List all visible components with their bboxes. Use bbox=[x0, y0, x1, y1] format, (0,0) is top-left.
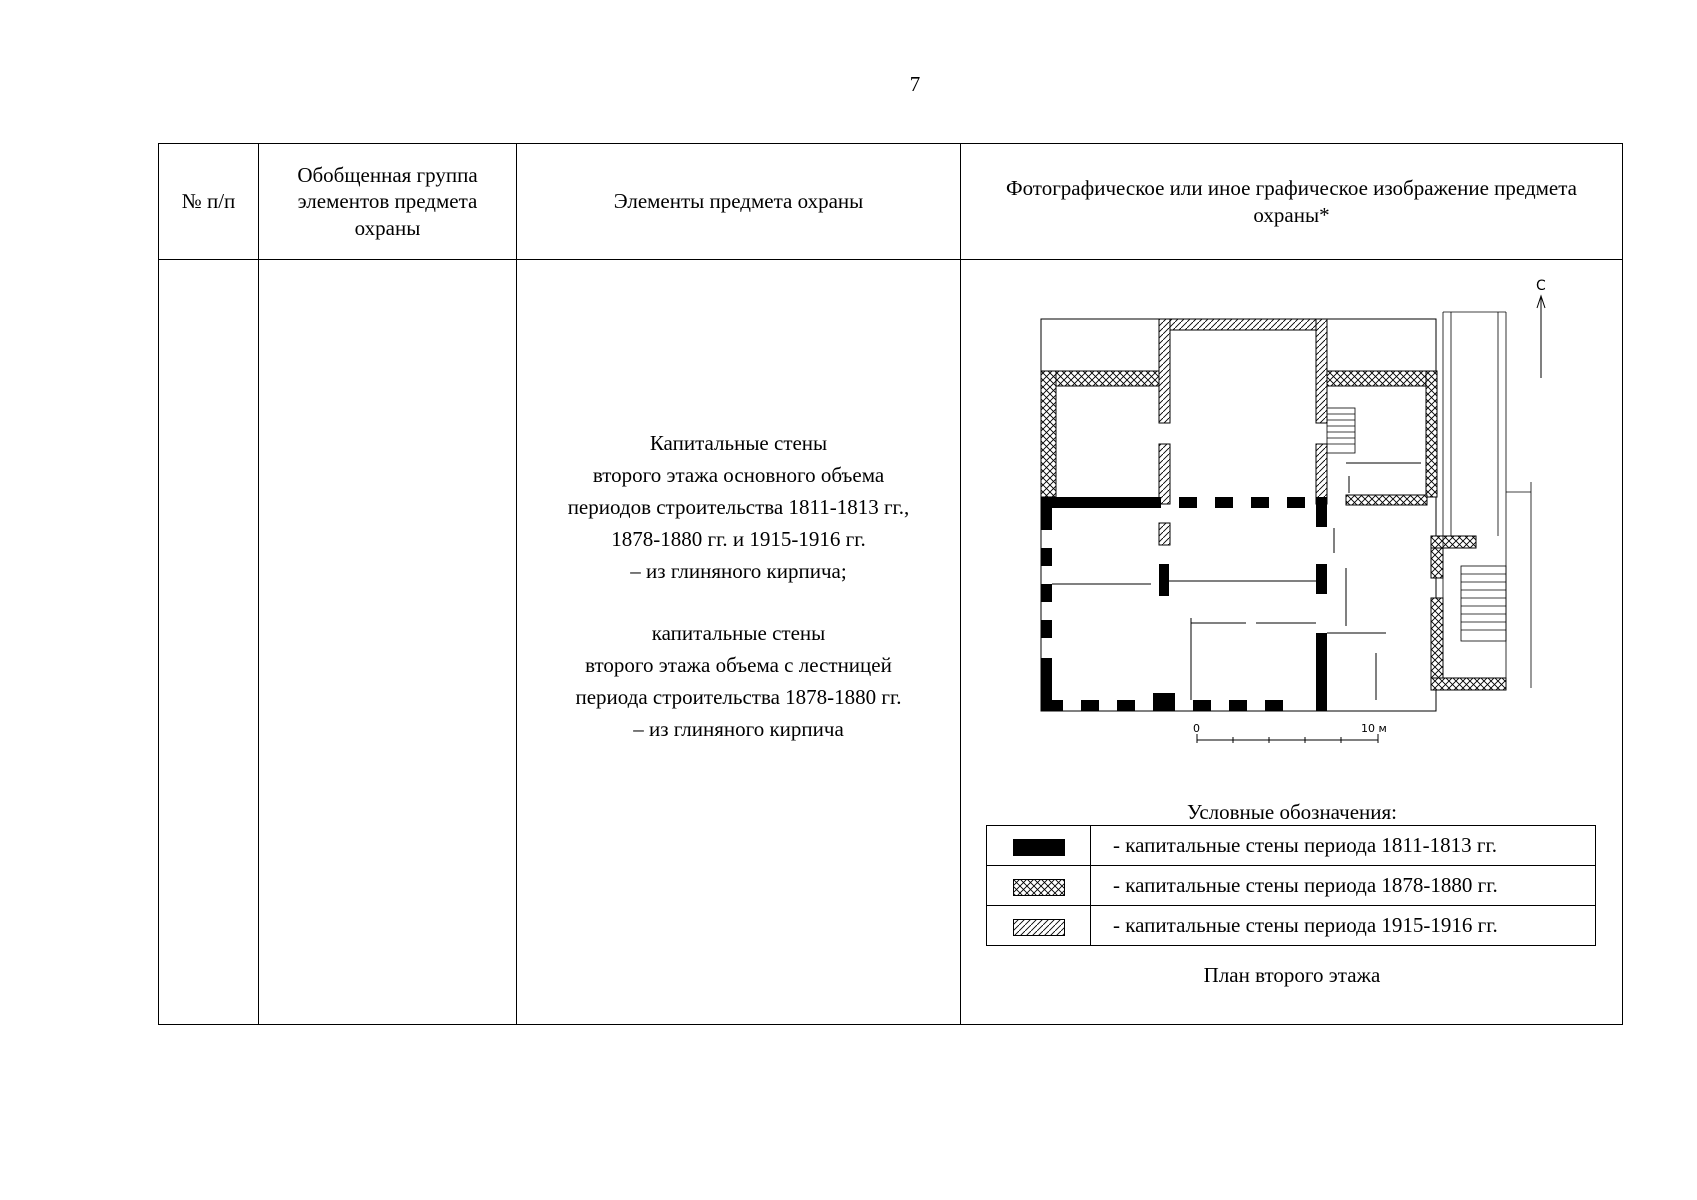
wall-1811 bbox=[1041, 548, 1052, 566]
elements-line: – из глиняного кирпича; bbox=[630, 558, 847, 583]
wall-1811 bbox=[1159, 564, 1169, 596]
legend-swatch bbox=[986, 825, 1091, 866]
swatch-diagonal bbox=[1012, 918, 1065, 936]
wall-1915 bbox=[1158, 318, 1328, 331]
wall-1811 bbox=[1117, 700, 1135, 711]
header-number: № п/п bbox=[158, 143, 259, 260]
wall-1811 bbox=[1041, 700, 1063, 711]
wall-1811 bbox=[1179, 497, 1197, 508]
wall-1878 bbox=[1430, 677, 1507, 691]
legend-swatch bbox=[986, 905, 1091, 946]
wall-1811 bbox=[1316, 497, 1327, 527]
wall-1878 bbox=[1345, 494, 1428, 506]
elements-line: Капитальные стены bbox=[649, 430, 828, 455]
wall-1811 bbox=[1265, 700, 1283, 711]
wall-1811 bbox=[1316, 564, 1327, 594]
wall-1878 bbox=[1040, 370, 1057, 498]
swatch-crosshatch bbox=[1012, 878, 1065, 896]
floor-plan-drawing: С 0 10 м bbox=[1040, 278, 1546, 743]
table-header-row: № п/п Обобщенная группа элементов предме… bbox=[158, 143, 1623, 260]
wall-1878 bbox=[1326, 370, 1438, 387]
elements-line: периодов строительства 1811-1813 гг., bbox=[567, 494, 910, 519]
legend-label: - капитальные стены периода 1878-1880 гг… bbox=[1090, 865, 1596, 906]
wall-1811 bbox=[1041, 658, 1052, 711]
scale-start: 0 bbox=[1193, 722, 1200, 735]
wall-1915 bbox=[1158, 522, 1171, 546]
table-row: Капитальные стены второго этажа основног… bbox=[158, 259, 1623, 1025]
scale-end: 10 м bbox=[1361, 722, 1387, 735]
page-number: 7 bbox=[909, 72, 921, 96]
north-arrow bbox=[1536, 294, 1546, 378]
cell-image: С 0 10 м Условные обозначения: bbox=[960, 259, 1623, 1025]
legend-table: - капитальные стены периода 1811-1813 гг… bbox=[986, 825, 1596, 946]
wall-1811 bbox=[1081, 700, 1099, 711]
wall-1811 bbox=[1153, 693, 1175, 711]
wall-1878 bbox=[1430, 597, 1444, 679]
wall-1811 bbox=[1215, 497, 1233, 508]
wall-1811 bbox=[1041, 620, 1052, 638]
wall-1811 bbox=[1316, 633, 1327, 711]
wall-1811 bbox=[1041, 508, 1052, 530]
wall-1811 bbox=[1287, 497, 1305, 508]
swatch-solid bbox=[1012, 838, 1065, 856]
legend-label: - капитальные стены периода 1915-1916 гг… bbox=[1090, 905, 1596, 946]
cell-elements: Капитальные стены второго этажа основног… bbox=[516, 259, 961, 1025]
wall-1878 bbox=[1425, 370, 1438, 498]
legend-title: Условные обозначения: bbox=[1186, 800, 1398, 824]
legend-row: - капитальные стены периода 1878-1880 гг… bbox=[986, 865, 1596, 906]
header-elements: Элементы предмета охраны bbox=[516, 143, 961, 260]
legend-swatch bbox=[986, 865, 1091, 906]
wall-1811 bbox=[1041, 584, 1052, 602]
wall-1915 bbox=[1315, 318, 1328, 424]
wall-1915 bbox=[1158, 443, 1171, 505]
header-group: Обобщенная группа элементов предмета охр… bbox=[258, 143, 517, 260]
legend-row: - капитальные стены периода 1915-1916 гг… bbox=[986, 905, 1596, 946]
elements-line: периода строительства 1878-1880 гг. bbox=[575, 685, 902, 710]
paragraph-gap bbox=[517, 587, 960, 618]
north-label: С bbox=[1536, 278, 1546, 294]
wall-1811 bbox=[1229, 700, 1247, 711]
wall-1878 bbox=[1430, 535, 1477, 549]
elements-line: второго этажа объема с лестницей bbox=[585, 653, 892, 678]
elements-line: 1878-1880 гг. и 1915-1916 гг. bbox=[611, 526, 866, 551]
wall-1811 bbox=[1041, 497, 1161, 508]
elements-line: второго этажа основного объема bbox=[592, 462, 885, 487]
staircase bbox=[1326, 407, 1507, 642]
elements-line: – из глиняного кирпича bbox=[633, 717, 844, 742]
cell-number bbox=[158, 259, 259, 1025]
header-image: Фотографическое или иное графическое изо… bbox=[960, 143, 1623, 260]
plan-caption: План второго этажа bbox=[1203, 963, 1381, 987]
wall-1811 bbox=[1251, 497, 1269, 508]
wall-1811 bbox=[1193, 700, 1211, 711]
protection-elements-table: № п/п Обобщенная группа элементов предме… bbox=[158, 143, 1623, 1025]
wall-1878 bbox=[1430, 547, 1444, 579]
wall-1915 bbox=[1315, 443, 1328, 505]
wall-1915 bbox=[1158, 318, 1171, 424]
scale-bar bbox=[1196, 734, 1379, 743]
plan-figure: С 0 10 м Условные обозначения: bbox=[961, 260, 1623, 1024]
legend-row: - капитальные стены периода 1811-1813 гг… bbox=[986, 825, 1596, 866]
legend-label: - капитальные стены периода 1811-1813 гг… bbox=[1090, 825, 1596, 866]
cell-group bbox=[258, 259, 517, 1025]
wall-1878 bbox=[1040, 370, 1160, 387]
elements-line: капитальные стены bbox=[651, 621, 826, 646]
